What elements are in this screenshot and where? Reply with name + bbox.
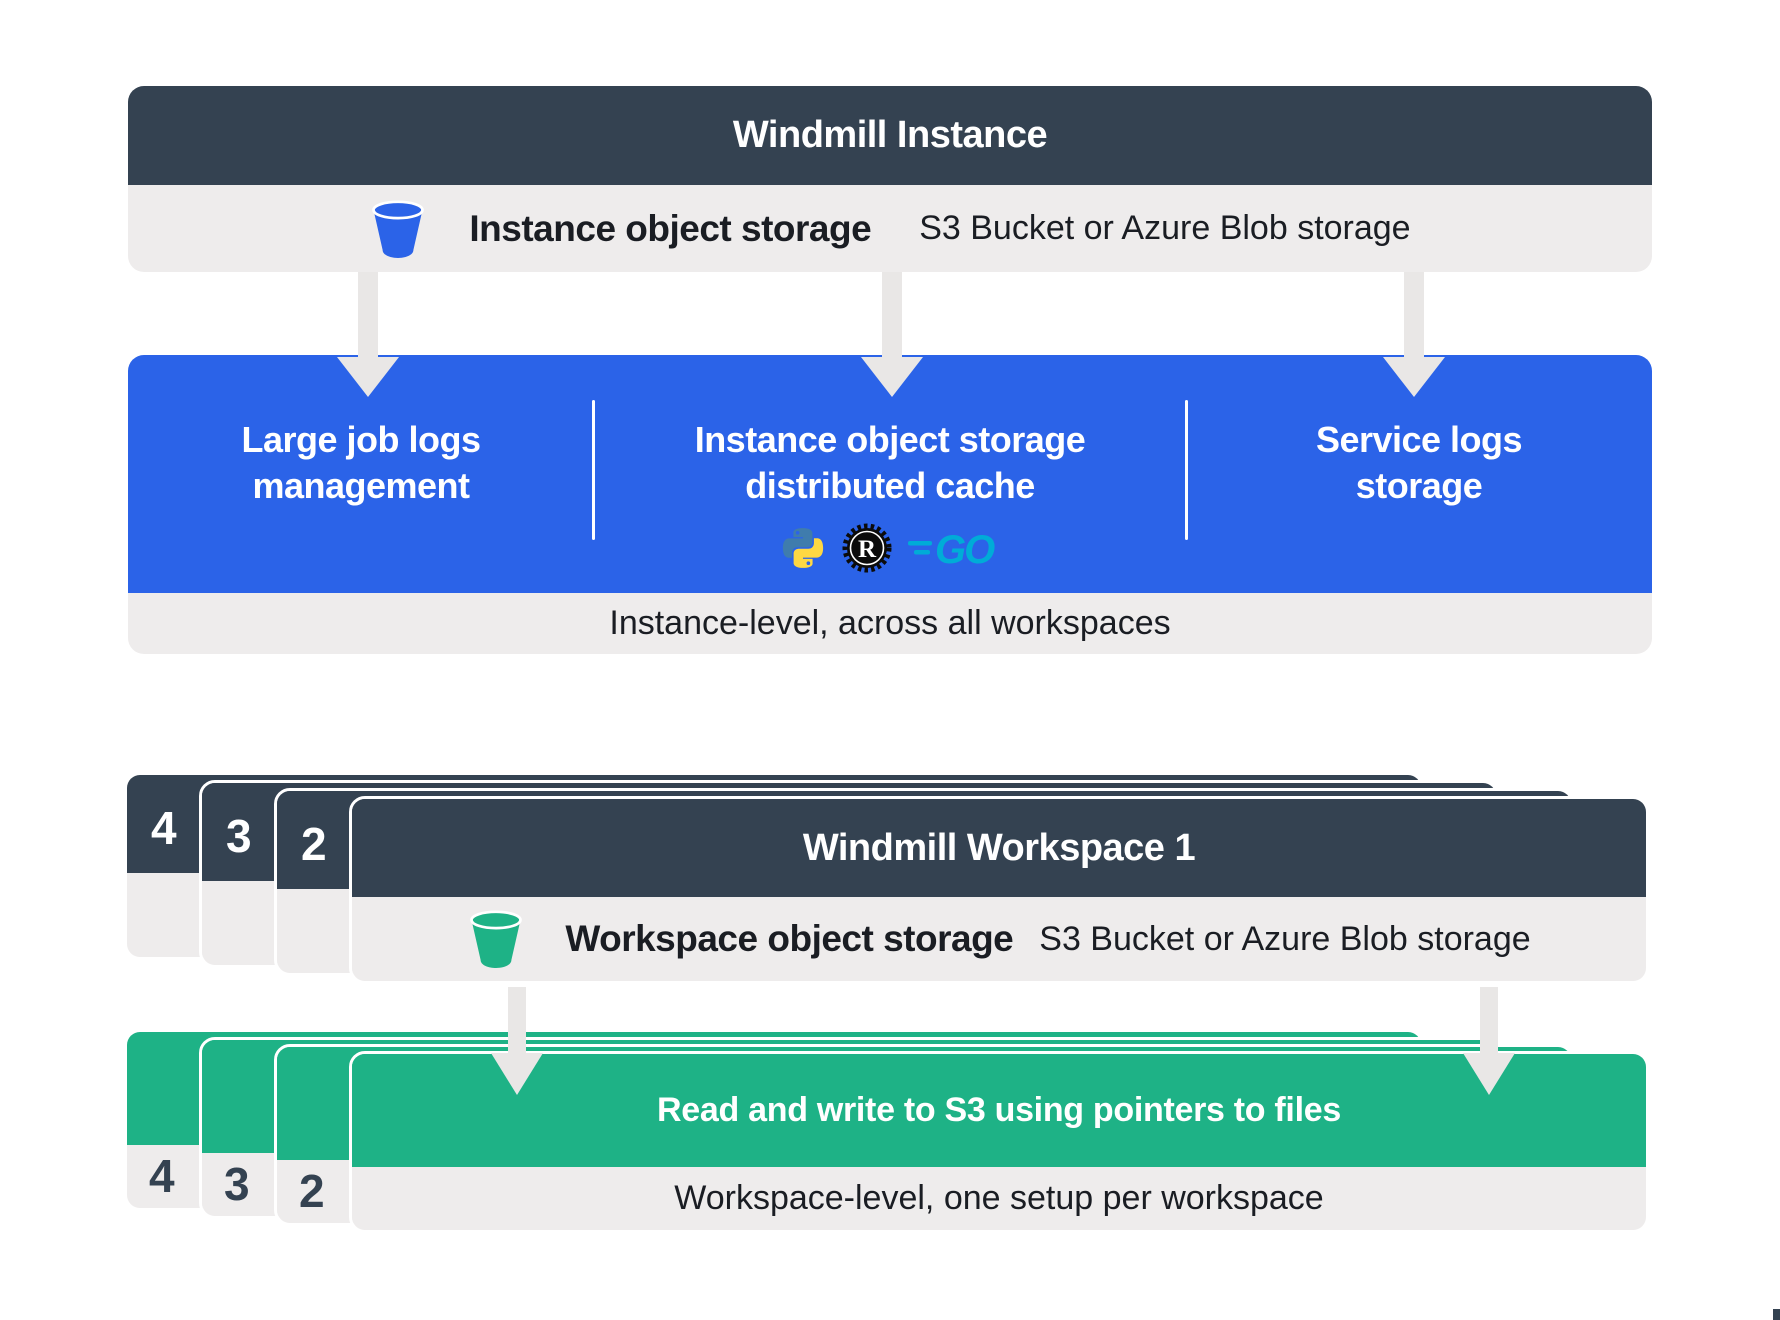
stack-number: 3 [224, 1158, 250, 1210]
python-logo-icon [782, 528, 824, 568]
workspace-storage-bar: Workspace object storage S3 Bucket or Az… [352, 897, 1646, 981]
corner-artifact [1773, 1309, 1780, 1320]
workspace-caption: Workspace-level, one setup per workspace [674, 1179, 1324, 1217]
arrow-down-icon [1383, 272, 1445, 397]
arrow-head [491, 1053, 543, 1095]
language-icons-row: R GO [780, 523, 1000, 573]
rust-logo-icon: R [842, 523, 892, 573]
feature-line: management [252, 465, 470, 506]
workspace-storage-subtitle: S3 Bucket or Azure Blob storage [1039, 919, 1531, 958]
workspace-title: Windmill Workspace 1 [802, 826, 1196, 869]
instance-header: Windmill Instance [128, 86, 1652, 185]
s3-card-front: Read and write to S3 using pointers to f… [349, 1051, 1649, 1233]
feature-line: Large job logs [241, 419, 481, 460]
arrow-head [1463, 1053, 1515, 1095]
arrow-down-icon [337, 272, 399, 397]
stack-number: 4 [149, 1150, 175, 1202]
feature-line: Service logs [1315, 419, 1523, 460]
go-logo-icon: GO [908, 528, 997, 569]
s3-action-title: Read and write to S3 using pointers to f… [657, 1091, 1341, 1129]
stack-number: 2 [299, 1165, 325, 1217]
instance-storage-bar: Instance object storage S3 Bucket or Azu… [128, 185, 1652, 272]
feature-line: distributed cache [745, 465, 1035, 506]
arrow-down-icon [1463, 987, 1515, 1095]
stack-number: 3 [226, 810, 252, 862]
svg-text:GO: GO [935, 528, 995, 569]
arrow-head [1383, 357, 1445, 397]
feature-line: storage [1355, 465, 1483, 506]
arrow-shaft [882, 272, 902, 357]
feature-distributed-cache: Instance object storage distributed cach… [594, 355, 1186, 593]
bucket-icon-green [470, 910, 523, 968]
arrow-shaft [1480, 987, 1498, 1053]
instance-caption-bar: Instance-level, across all workspaces [128, 593, 1652, 654]
feature-service-logs: Service logs storage [1186, 355, 1652, 593]
instance-storage-subtitle: S3 Bucket or Azure Blob storage [919, 209, 1411, 247]
stack-number: 2 [301, 818, 327, 870]
arrow-shaft [1404, 272, 1424, 357]
stack-number: 4 [151, 802, 177, 854]
svg-text:R: R [858, 536, 877, 563]
feature-large-job-logs: Large job logs management [128, 355, 594, 593]
feature-line: Instance object storage [694, 419, 1086, 460]
workspace-card-front: Windmill Workspace 1 Workspace object st… [349, 796, 1649, 984]
arrow-shaft [358, 272, 378, 357]
instance-storage-label: Instance object storage [469, 207, 872, 249]
instance-title: Windmill Instance [732, 114, 1048, 156]
column-divider [1185, 400, 1188, 540]
instance-caption: Instance-level, across all workspaces [609, 604, 1171, 642]
arrow-shaft [508, 987, 526, 1053]
column-divider [592, 400, 595, 540]
arrow-head [861, 357, 923, 397]
arrow-down-icon [861, 272, 923, 397]
bucket-icon-blue [372, 199, 425, 258]
workspace-storage-label: Workspace object storage [565, 918, 1014, 959]
arrow-down-icon [491, 987, 543, 1095]
arrow-head [337, 357, 399, 397]
